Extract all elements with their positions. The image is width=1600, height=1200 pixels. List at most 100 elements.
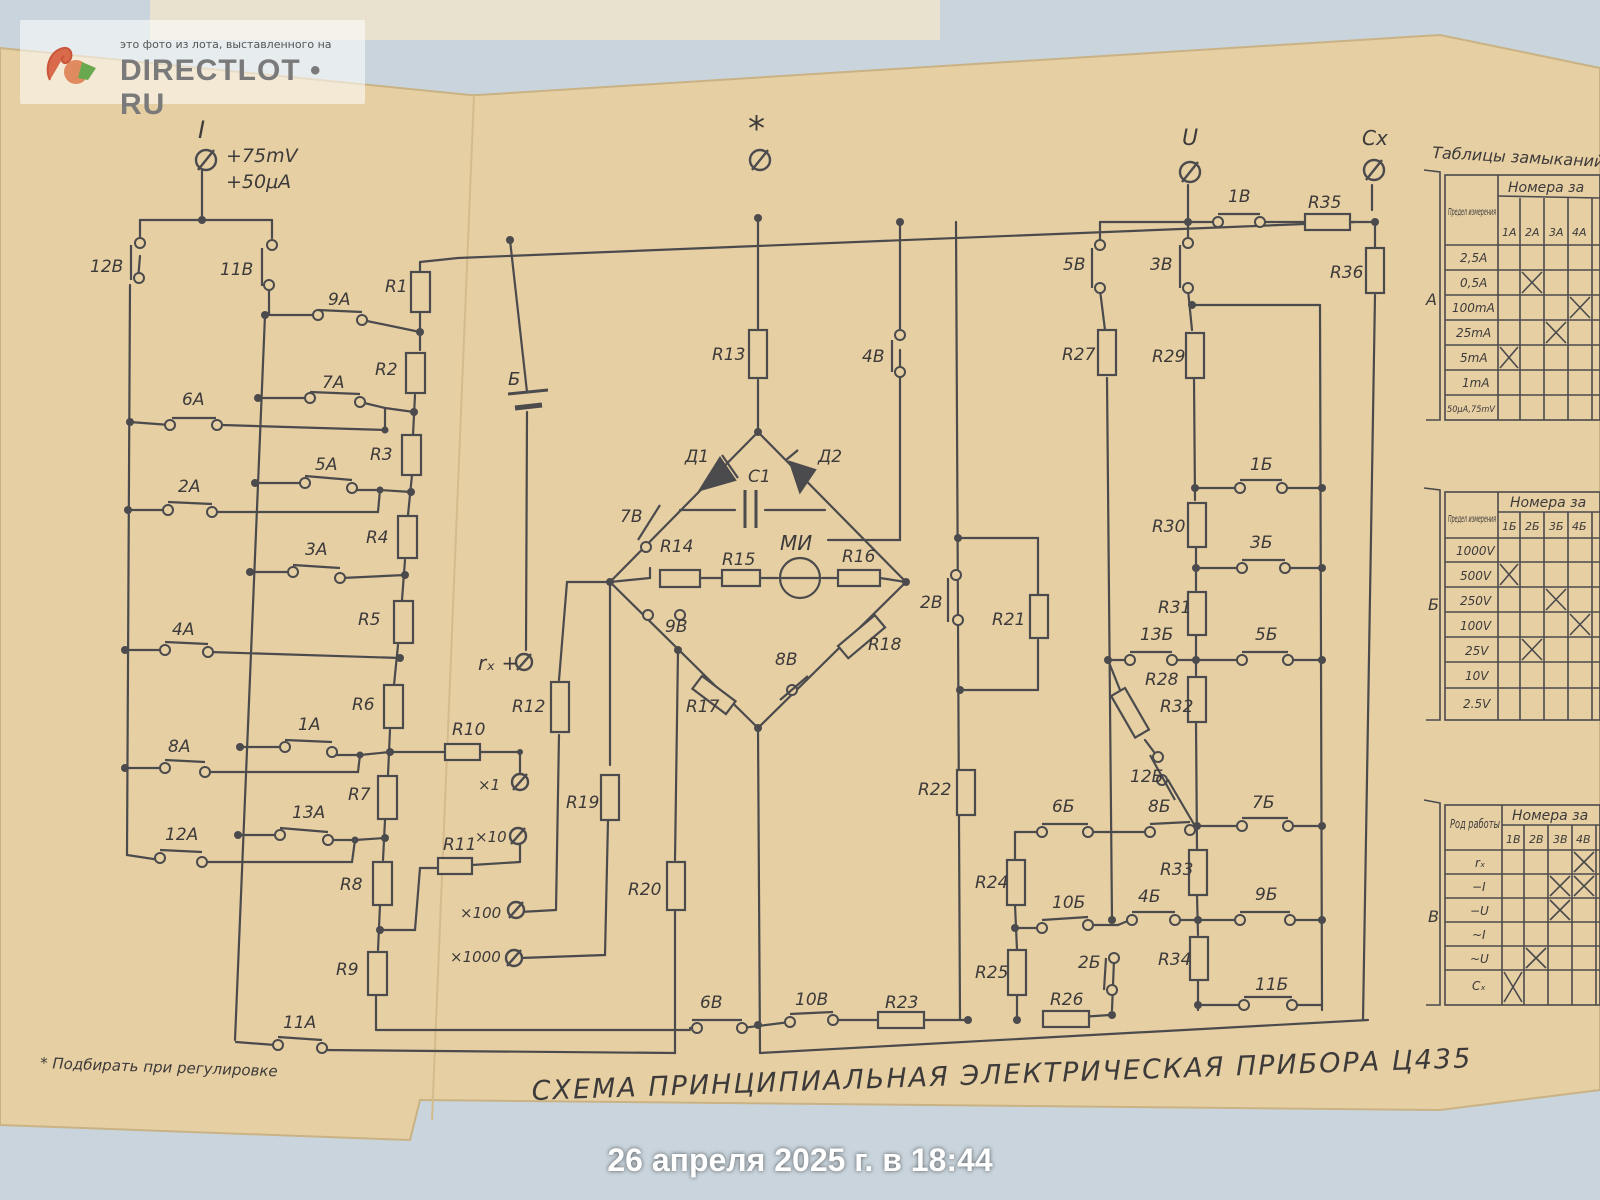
resistor-r7 [376,774,399,821]
resistor-r11 [436,856,474,876]
label-x100: ×100 [460,904,501,922]
table-a-row-4: 25mA [1456,326,1491,340]
label-sw-4a: 4A [172,620,194,640]
label-sw-9a: 9A [328,290,350,310]
label-sw-10b: 10B [795,990,828,1010]
label-sw-12a: 12A [165,825,198,845]
label-sw-6be: 6Б [1052,797,1074,817]
label-r25: R25 [975,963,1008,983]
label-r23: R23 [885,993,918,1013]
meter-mi [778,556,822,600]
label-r17: R17 [686,697,720,717]
resistor-r6 [382,683,405,730]
resistor-r27 [1096,328,1118,377]
label-diode-d2: Д2 [817,447,842,467]
label-r1: R1 [385,277,408,297]
label-x1000: ×1000 [450,948,501,966]
label-r5: R5 [358,610,381,630]
table-b-row-3: 250V [1460,594,1492,608]
label-battery: Б [508,369,520,390]
resistor-r29 [1184,331,1206,380]
label-r27: R27 [1062,345,1096,365]
table-a-col-4: 4А [1572,226,1587,239]
resistor-r33 [1187,848,1209,897]
label-r24: R24 [975,873,1008,893]
label-r35: R35 [1308,193,1341,213]
diode-d1 [697,454,739,492]
label-sw-3be: 3Б [1250,533,1272,553]
label-r36: R36 [1330,263,1364,283]
label-sw-7b: 7B [620,507,642,527]
terminal-x100 [506,900,526,920]
table-v-row-4: ~I [1472,928,1486,942]
resistor-r28 [1109,686,1151,740]
table-v [1423,799,1600,1006]
label-r19: R19 [566,793,599,813]
label-r31: R31 [1158,598,1191,618]
label-terminal-star: * [748,109,765,149]
watermark-note: это фото из лота, выставленного на [120,38,332,51]
table-v-row-1: rₓ [1475,856,1485,870]
label-sw-12b: 12B [90,257,123,277]
resistor-r13 [747,328,769,380]
label-r7: R7 [348,785,371,805]
label-r29: R29 [1152,347,1185,367]
label-r15: R15 [722,550,755,570]
table-a-row-7: 50μA,75mV [1447,405,1496,415]
table-b-letter: Б [1428,595,1439,614]
label-r33: R33 [1160,860,1193,880]
label-r14: R14 [660,537,693,557]
terminal-u [1178,160,1202,184]
resistor-r12 [549,680,571,734]
resistor-r22 [955,768,977,817]
squirrel-logo-icon [46,46,96,84]
resistor-r36 [1364,246,1386,295]
label-terminal-u: U [1182,126,1198,151]
table-b-row-1: 1000V [1456,544,1496,558]
label-r8: R8 [340,875,363,895]
label-r9: R9 [336,960,359,980]
label-capacitor-c1: C1 [748,467,771,487]
table-b-row-4: 100V [1460,619,1492,633]
label-sw-2a: 2A [178,477,200,497]
capacitor-c1 [743,490,758,528]
label-meter: МИ [780,531,812,555]
resistor-r14 [658,568,702,589]
resistor-r16 [836,568,882,588]
label-r20: R20 [628,880,661,900]
label-sw-12be: 12Б [1130,767,1163,787]
table-b-col-3: 3Б [1549,520,1564,533]
table-a-col-3: 3А [1549,226,1564,239]
label-sw-8b: 8B [775,650,797,670]
terminal-x10 [508,826,528,846]
resistor-r1 [409,270,432,314]
table-a-header-left: Предел измерения [1448,207,1496,218]
watermark-badge: это фото из лота, выставленного на DIREC… [20,20,365,121]
resistor-r18 [836,613,887,660]
label-r11: R11 [443,835,476,855]
label-sw-7a: 7A [322,373,344,393]
table-a-header-group: Номера за [1508,180,1584,196]
resistor-r8 [371,860,394,907]
table-v-col-4: 4В [1576,833,1591,846]
table-a-row-3: 100mA [1452,301,1495,315]
label-terminal-cx: Cx [1362,126,1388,150]
label-sw-2b: 2B [920,593,942,613]
table-b-col-1: 1Б [1502,520,1517,533]
table-v-col-2: 2В [1529,833,1544,846]
resistor-r23 [876,1010,926,1030]
table-a-row-6: 1mA [1462,376,1490,390]
label-sw-8a: 8A [168,737,190,757]
label-sw-4be: 4Б [1138,887,1160,907]
label-r30: R30 [1152,517,1185,537]
label-sw-4b: 4B [862,347,884,367]
resistor-r34 [1188,935,1210,982]
label-sw-13be: 13Б [1140,625,1173,645]
table-b-row-7: 2.5V [1463,697,1491,711]
table-b-row-2: 500V [1460,569,1492,583]
label-sw-5a: 5A [315,455,337,475]
label-sw-1b-right: 1B [1228,187,1250,207]
terminal-cx [1362,158,1386,182]
label-sw-9b: 9B [665,617,687,637]
label-terminal-i: I [198,116,205,144]
